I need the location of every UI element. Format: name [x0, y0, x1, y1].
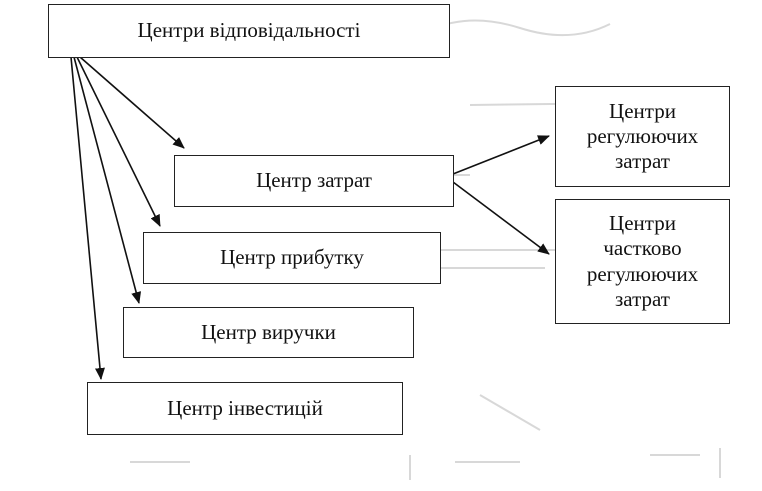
- node-revenue-center: Центр виручки: [123, 307, 414, 358]
- node-profit-center: Центр прибутку: [143, 232, 441, 284]
- edge-costs-regulated: [452, 135, 550, 175]
- node-responsibility-centers-label: Центри відповідальності: [137, 18, 361, 43]
- node-partially-regulated-costs-line-2: частково: [603, 236, 682, 261]
- edge-costs-partially-regulated: [452, 181, 550, 255]
- node-cost-center: Центр затрат: [174, 155, 454, 207]
- node-regulated-costs-line-2: регулюючих: [586, 123, 699, 148]
- node-regulated-costs-line-1: Центри: [609, 98, 676, 123]
- edge-root-investment: [70, 56, 105, 380]
- edge-root-costs: [79, 56, 185, 149]
- node-responsibility-centers: Центри відповідальності: [48, 4, 450, 58]
- node-investment-center: Центр інвестицій: [87, 382, 403, 435]
- node-investment-center-label: Центр інвестицій: [167, 395, 323, 420]
- node-profit-center-label: Центр прибутку: [220, 245, 364, 270]
- edge-root-revenue: [73, 56, 142, 304]
- node-partially-regulated-costs-line-1: Центри: [609, 211, 676, 236]
- node-revenue-center-label: Центр виручки: [201, 319, 336, 344]
- node-partially-regulated-costs-line-3: регулюючих: [586, 261, 699, 286]
- node-regulated-costs: Центри регулюючих затрат: [555, 86, 730, 187]
- node-partially-regulated-costs: Центри частково регулюючих затрат: [555, 199, 730, 324]
- node-partially-regulated-costs-line-4: затрат: [615, 286, 670, 311]
- edge-root-profit: [76, 56, 161, 227]
- node-cost-center-label: Центр затрат: [256, 168, 372, 193]
- node-regulated-costs-line-3: затрат: [615, 149, 670, 174]
